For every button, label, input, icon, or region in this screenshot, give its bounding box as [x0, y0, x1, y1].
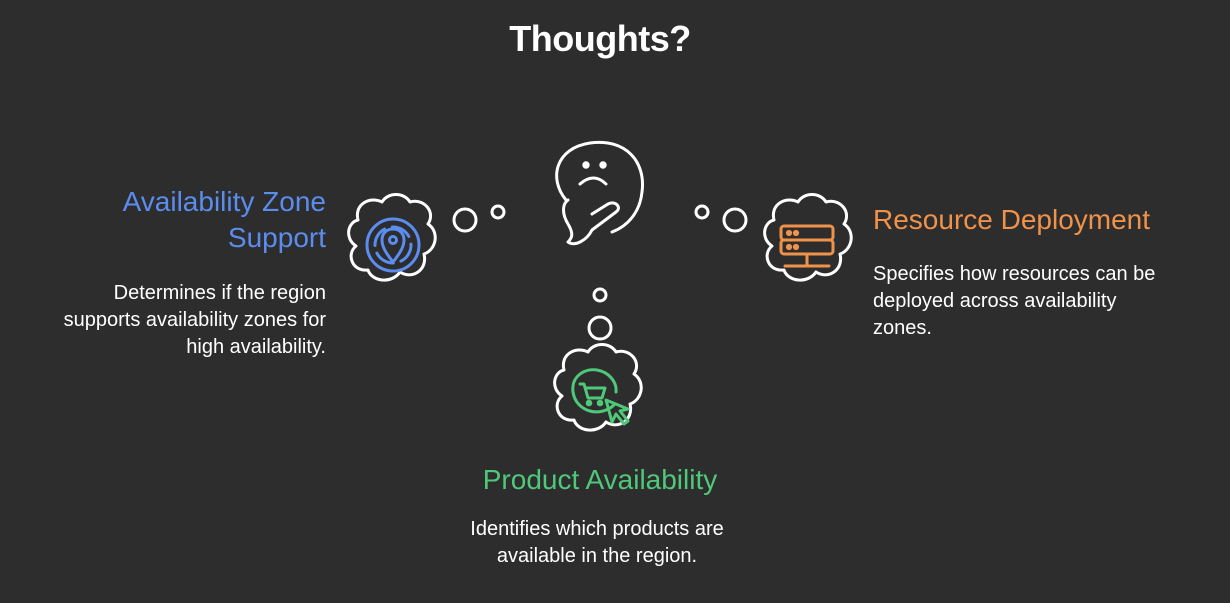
thinking-face-icon	[555, 140, 644, 246]
heading-line: Support	[227, 222, 326, 253]
shopping-cart-cursor-icon	[571, 368, 630, 426]
description-line: available in the region.	[496, 545, 698, 567]
product-availability-description: Identifies which products are available …	[400, 516, 794, 570]
description-line: supports availability zones for	[63, 309, 326, 331]
heading-line: Availability Zone	[122, 186, 326, 217]
description-line: high availability.	[186, 336, 326, 358]
description-line: deployed across availability	[873, 290, 1117, 312]
description-line: zones.	[873, 317, 932, 339]
resource-deployment-heading: Resource Deployment	[873, 204, 1151, 235]
left-cloud	[347, 193, 437, 282]
bottom-cloud	[553, 343, 643, 432]
server-rack-icon	[779, 224, 835, 268]
description-line: Identifies which products are	[470, 518, 724, 540]
location-pin-icon	[365, 217, 421, 273]
description-line: Determines if the region	[113, 282, 326, 304]
page-title: Thoughts?	[509, 18, 691, 59]
availability-zone-support-description: Determines if the region supports availa…	[6, 280, 326, 361]
resource-deployment-description: Specifies how resources can be deployed …	[873, 261, 1213, 342]
right-cloud	[763, 193, 853, 282]
description-line: Specifies how resources can be	[873, 263, 1156, 285]
thought-bubble-dots	[452, 204, 748, 341]
product-availability-heading: Product Availability	[482, 464, 718, 495]
availability-zone-support-heading: Availability Zone Support	[66, 184, 326, 256]
